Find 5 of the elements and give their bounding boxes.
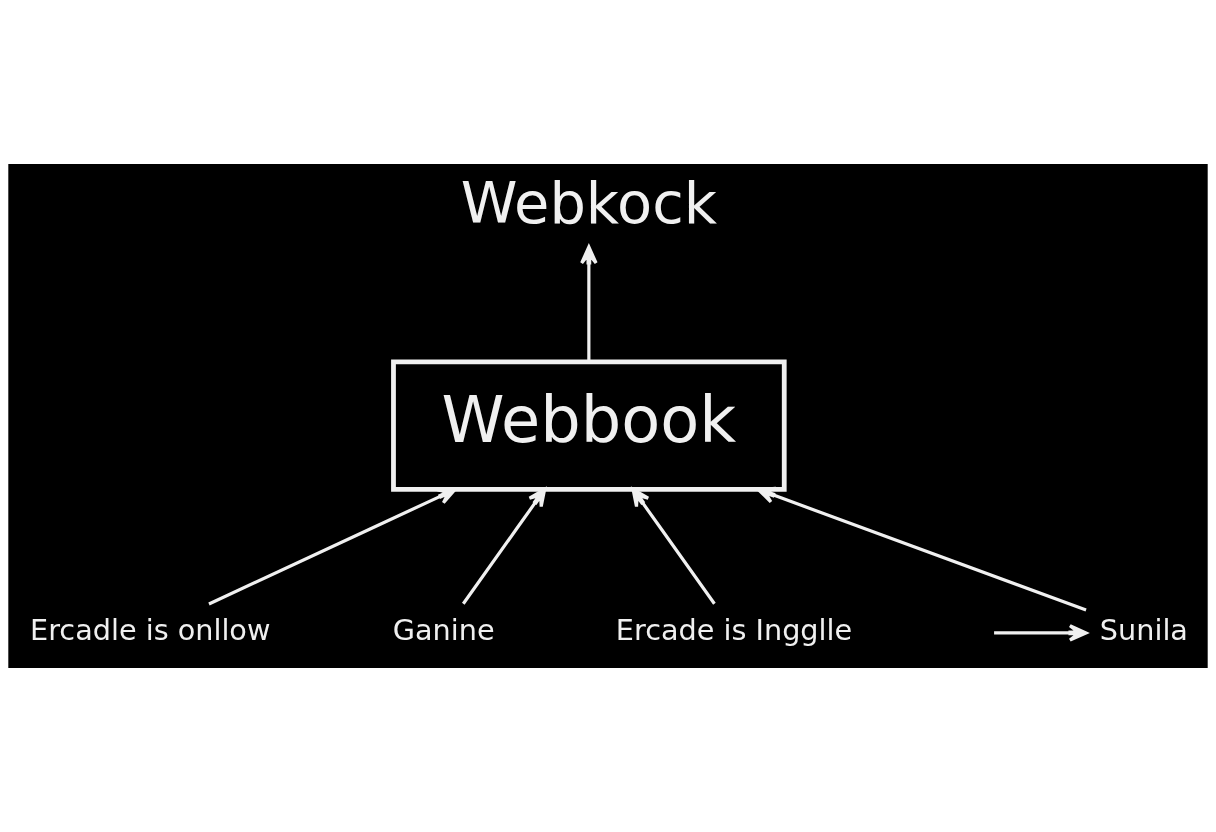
node-text: Webkock [460, 169, 718, 237]
node-text: Ercadle is onllow [30, 612, 271, 647]
node-text: Ganine [392, 612, 495, 647]
node-text: Sunila [1099, 612, 1188, 647]
node-text: Ercade is Ingglle [615, 612, 853, 647]
